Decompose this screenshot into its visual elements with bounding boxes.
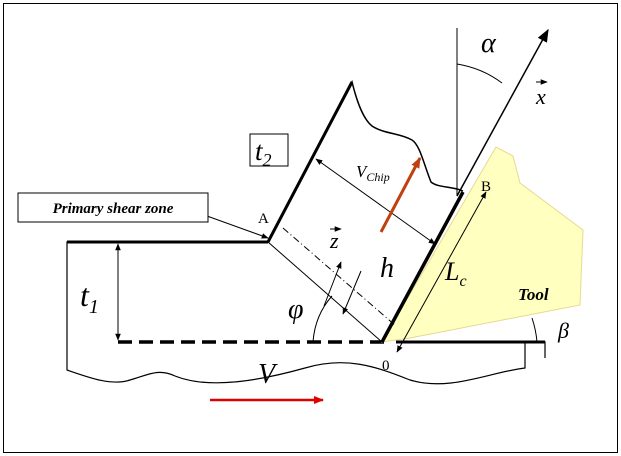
origin-label: 0 bbox=[382, 358, 390, 374]
chip-outline bbox=[267, 79, 464, 243]
lc-label: Lc bbox=[444, 257, 467, 290]
x-axis-arrow bbox=[456, 28, 549, 197]
shear-plane bbox=[267, 241, 383, 343]
primary-shear-zone-pointer bbox=[206, 215, 269, 239]
beta-label: β bbox=[557, 318, 569, 343]
t1-label: t1 bbox=[80, 277, 99, 318]
z-axis-arrow-up bbox=[323, 261, 342, 307]
z-axis-arrow-down bbox=[342, 270, 362, 315]
phi-label: φ bbox=[288, 294, 304, 325]
v-label: V bbox=[258, 359, 278, 390]
alpha-arc bbox=[456, 63, 503, 84]
lc-dimension-arrow bbox=[396, 191, 487, 353]
workpiece-outline bbox=[66, 241, 546, 385]
v-chip-label: VChip bbox=[356, 162, 390, 184]
x-axis-label: x bbox=[535, 84, 546, 109]
shear-zone-dashdot bbox=[282, 227, 397, 327]
h-label: h bbox=[380, 253, 394, 284]
primary-shear-zone-box bbox=[17, 192, 209, 223]
t2-label-box bbox=[249, 133, 289, 167]
z-axis-label: z bbox=[329, 228, 339, 253]
beta-arc bbox=[531, 317, 538, 343]
point-a-label: A bbox=[258, 211, 269, 227]
alpha-label: α bbox=[481, 28, 497, 59]
chip-edge-thick bbox=[266, 81, 354, 243]
point-b-label: B bbox=[481, 179, 491, 195]
tool-body bbox=[381, 146, 584, 343]
phi-arc bbox=[312, 295, 333, 343]
primary-shear-zone-label: Primary shear zone bbox=[53, 201, 174, 217]
tool-label: Tool bbox=[518, 285, 549, 304]
outer-frame bbox=[3, 3, 618, 453]
t2-label: t2 bbox=[255, 136, 272, 170]
